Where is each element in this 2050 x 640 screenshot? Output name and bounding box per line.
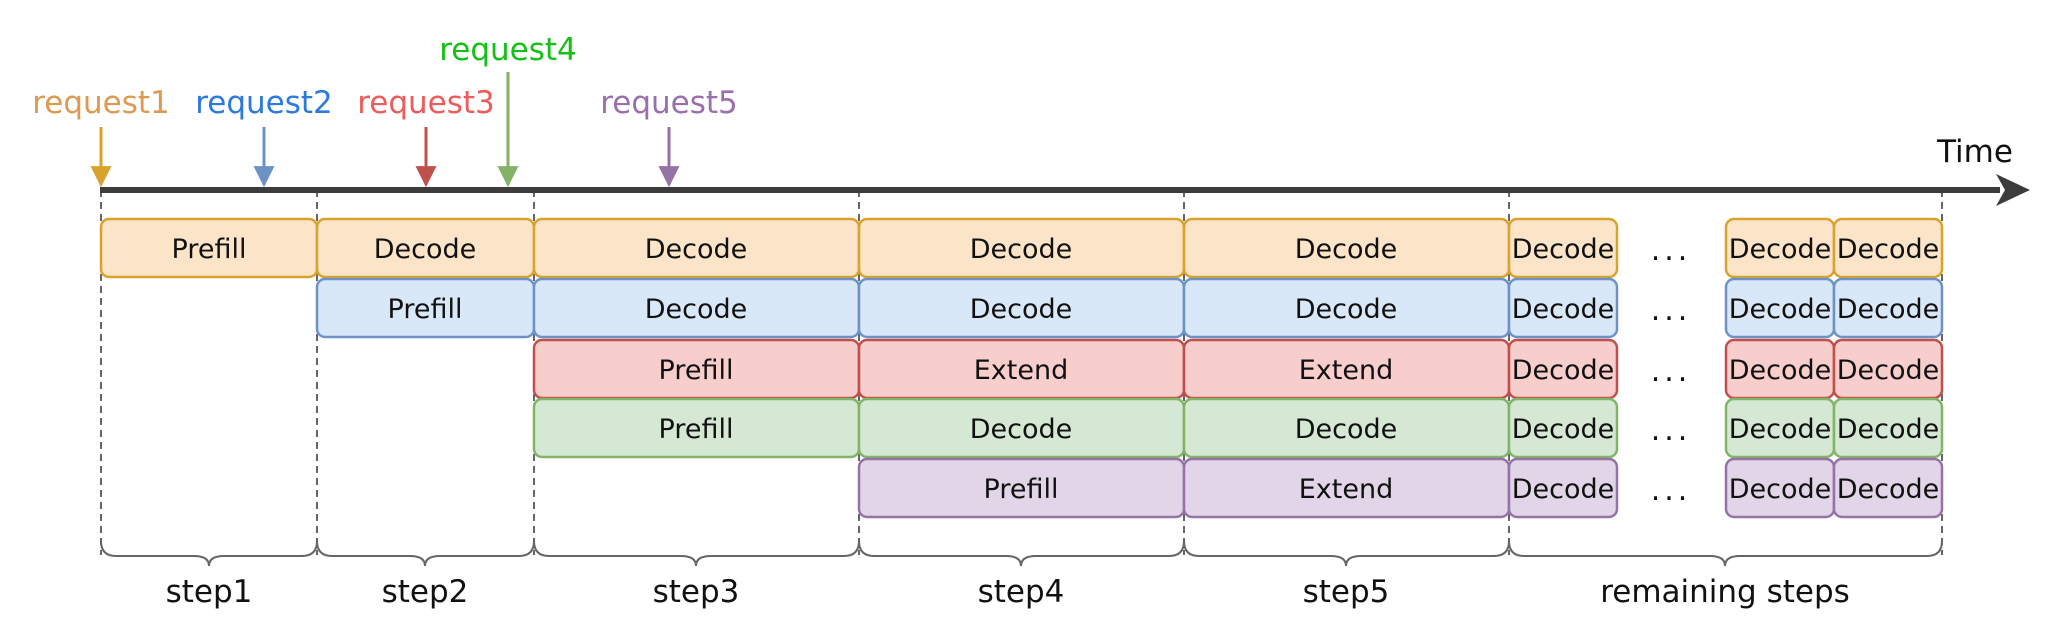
block-label: Decode: [1512, 355, 1615, 386]
block-label: Extend: [1299, 355, 1394, 386]
block-label: Decode: [1729, 294, 1832, 325]
time-axis: Time: [100, 134, 2030, 206]
block-label: Decode: [1837, 294, 1940, 325]
block-r4-rem1: [1507, 397, 1619, 459]
block-label: Decode: [1729, 234, 1832, 265]
block-label: Decode: [1512, 234, 1615, 265]
block-label: Decode: [1295, 414, 1398, 445]
block-r4-rem3: [1832, 397, 1944, 459]
block-label: Decode: [1837, 414, 1940, 445]
row-request2: Prefill Decode Decode Decode Decode ... …: [315, 277, 1944, 339]
block-label: Prefill: [984, 474, 1059, 505]
block-label: Prefill: [388, 294, 463, 325]
step-label-5: step5: [1303, 574, 1390, 610]
request-label-5: request5: [600, 85, 738, 121]
block-label: Prefill: [659, 355, 734, 386]
block-label: Decode: [1729, 474, 1832, 505]
block-label: Decode: [970, 414, 1073, 445]
block-label: Decode: [1729, 355, 1832, 386]
row-request1: Prefill Decode Decode Decode Decode Deco…: [99, 217, 1944, 279]
brace-remaining: [1508, 540, 1943, 567]
brace-step5: [1183, 540, 1510, 567]
step-label-4: step4: [978, 574, 1065, 610]
block-label: Decode: [1512, 294, 1615, 325]
step-label-3: step3: [653, 574, 740, 610]
ellipsis: ...: [1651, 473, 1692, 508]
block-label: Decode: [970, 234, 1073, 265]
block-r1-rem1: [1507, 217, 1619, 279]
time-axis-label: Time: [1936, 134, 2013, 170]
brace-step3: [533, 540, 860, 567]
block-r2-rem1: [1507, 277, 1619, 339]
block-label: Decode: [374, 234, 477, 265]
block-label: Prefill: [659, 414, 734, 445]
block-label: Decode: [1295, 234, 1398, 265]
block-label: Decode: [1837, 234, 1940, 265]
request-label-1: request1: [32, 85, 170, 121]
block-label: Decode: [1295, 294, 1398, 325]
ellipsis: ...: [1651, 233, 1692, 268]
step-label-2: step2: [382, 574, 469, 610]
block-label: Decode: [1729, 414, 1832, 445]
block-label: Decode: [970, 294, 1073, 325]
request-label-3: request3: [357, 85, 495, 121]
step-labels: step1 step2 step3 step4 step5 remaining …: [166, 574, 1850, 610]
block-label: Decode: [645, 234, 748, 265]
row-request3: Prefill Extend Extend Decode ... Decode …: [532, 338, 1944, 400]
block-r5-rem1: [1507, 457, 1619, 519]
request-label-2: request2: [195, 85, 333, 121]
block-label: Decode: [645, 294, 748, 325]
request-arrivals: request1 request2 request3 request4 requ…: [32, 32, 738, 188]
block-label: Prefill: [172, 234, 247, 265]
ellipsis: ...: [1651, 354, 1692, 389]
brace-step4: [858, 540, 1185, 567]
brace-step1: [100, 540, 318, 567]
block-label: Extend: [1299, 474, 1394, 505]
block-label: Extend: [974, 355, 1069, 386]
row-request5: Prefill Extend Decode ... Decode Decode: [857, 457, 1944, 519]
block-r1-rem3: [1832, 217, 1944, 279]
step-label-1: step1: [166, 574, 253, 610]
block-label: Decode: [1512, 474, 1615, 505]
block-label: Decode: [1512, 414, 1615, 445]
block-label: Decode: [1837, 355, 1940, 386]
request-label-4: request4: [439, 32, 577, 68]
block-label: Decode: [1837, 474, 1940, 505]
ellipsis: ...: [1651, 293, 1692, 328]
block-r2-rem3: [1832, 277, 1944, 339]
step-label-remaining: remaining steps: [1600, 574, 1850, 610]
ellipsis: ...: [1651, 413, 1692, 448]
row-request4: Prefill Decode Decode Decode ... Decode …: [532, 397, 1944, 459]
time-axis-arrowhead: [1996, 174, 2030, 206]
step-braces: [100, 540, 1943, 567]
block-r5-rem3: [1832, 457, 1944, 519]
brace-step2: [316, 540, 535, 567]
